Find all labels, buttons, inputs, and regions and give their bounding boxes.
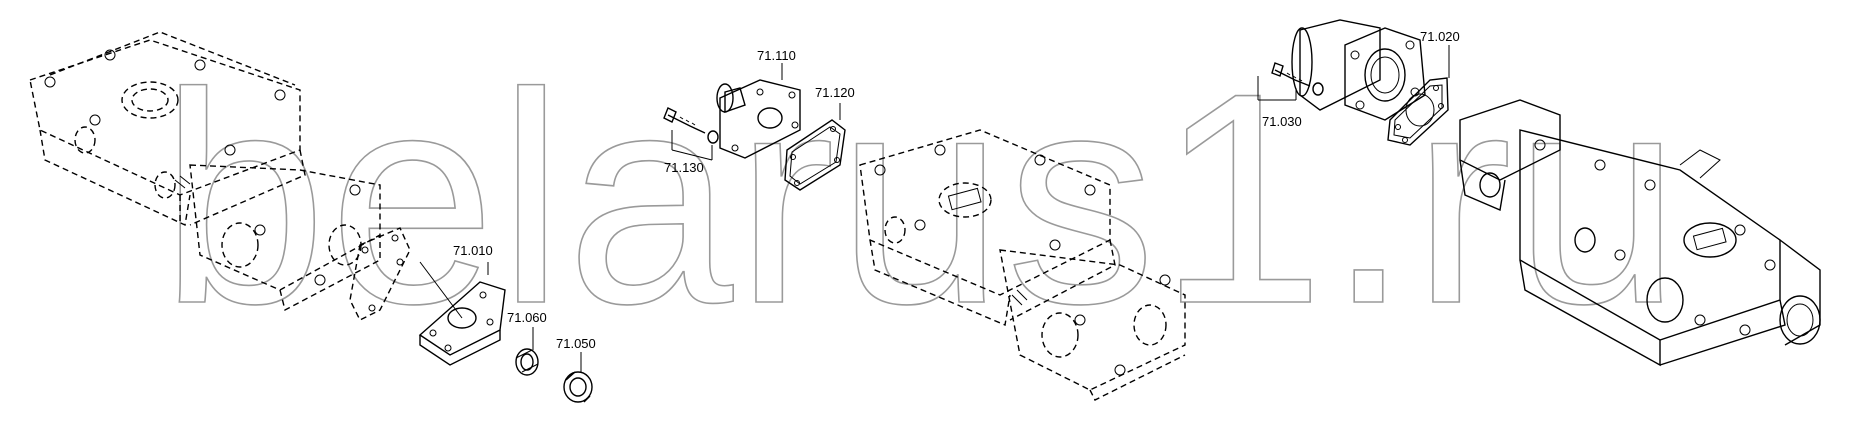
middle-housing-assembly: [859, 129, 1186, 401]
bolt-71130: [663, 107, 719, 161]
left-housing-assembly: [29, 31, 381, 312]
callout-71120: 71.120: [815, 85, 855, 100]
callout-71110: 71.110: [757, 48, 796, 63]
callout-71010: 71.010: [453, 243, 493, 258]
callout-71050: 71.050: [556, 336, 596, 351]
callout-71030: 71.030: [1262, 114, 1302, 129]
callout-71060: 71.060: [507, 310, 547, 325]
right-housing-assembly: [1459, 99, 1821, 367]
flange-plate-71010: [418, 261, 506, 366]
gasket-71120: [784, 119, 846, 191]
callout-71020: 71.020: [1420, 29, 1460, 44]
gasket-71020: [1387, 77, 1449, 146]
seal-ring-71060: [515, 348, 539, 376]
callout-71130: 71.130: [664, 160, 704, 175]
sleeve-71050: [563, 371, 593, 403]
leader-lines: [487, 45, 1450, 372]
bolt-71030: [1257, 62, 1324, 101]
cover-71110: [716, 79, 801, 159]
watermark-text: belarus1.ru: [160, 30, 1683, 366]
gasket-left: [349, 227, 411, 321]
callout-labels: 71.010 71.060 71.050 71.110 71.120 71.13…: [453, 29, 1460, 351]
